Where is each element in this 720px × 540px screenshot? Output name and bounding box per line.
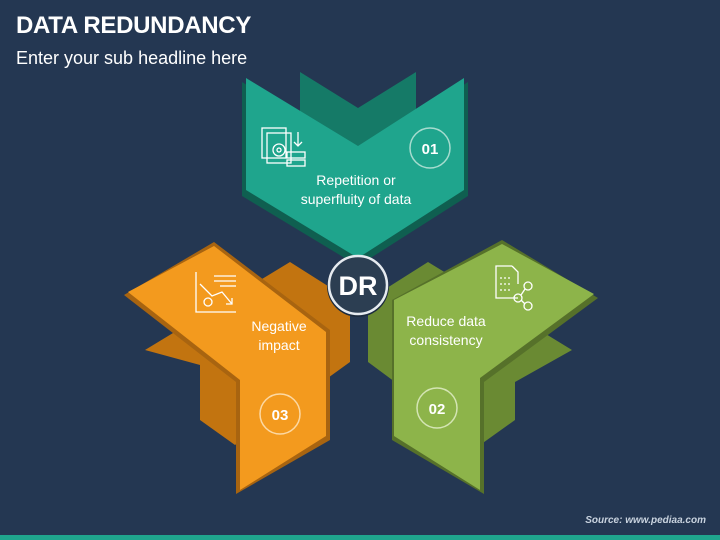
document-network-icon: [495, 265, 533, 311]
center-badge-label: DR: [339, 271, 378, 301]
decline-chart-icon: [195, 272, 236, 313]
center-badge: DR: [327, 254, 389, 317]
page-subtitle: Enter your sub headline here: [16, 48, 248, 68]
segment-02-text-line1: Reduce data: [406, 313, 486, 329]
segment-01-text-line1: Repetition or: [316, 172, 396, 188]
segment-02: Reduce data consistency 02: [368, 240, 598, 494]
segment-02-number: 02: [429, 401, 446, 418]
bottom-accent-bar: [0, 535, 720, 540]
data-server-icon: [261, 127, 306, 167]
source-caption: Source: www.pediaa.com: [585, 515, 706, 526]
segment-02-front-shape: [394, 244, 594, 490]
segment-03-text-line1: Negative: [251, 318, 306, 334]
segment-02-text-line2: consistency: [409, 332, 482, 348]
segment-01-text-line2: superfluity of data: [301, 191, 412, 207]
segment-01-number: 01: [422, 141, 439, 158]
page-title: DATA REDUNDANCY: [16, 12, 252, 39]
segment-03: Negative impact 03: [124, 242, 350, 494]
segment-02-number-ring: [416, 387, 458, 429]
center-badge-circle: [327, 254, 389, 316]
segment-03-front-shape: [128, 246, 326, 490]
segment-01-number-ring: [409, 127, 451, 169]
segment-01: 01 Repetition or superfluity of data: [242, 72, 468, 266]
segment-03-text-line2: impact: [258, 337, 299, 353]
segment-03-number: 03: [272, 407, 289, 424]
segment-03-number-ring: [259, 393, 301, 435]
segment-01-front-shape: [246, 78, 464, 258]
